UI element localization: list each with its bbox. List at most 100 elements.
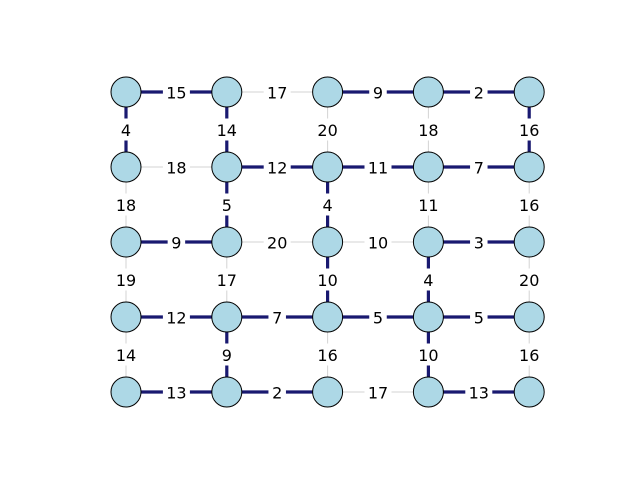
edge-weight-label-h-r4-c1: 2: [272, 384, 282, 403]
graph-node-r2-c0: [110, 226, 142, 258]
edge-weight-label-bg: [414, 118, 442, 141]
edge-weight-label-h-r2-c1: 20: [267, 234, 287, 253]
edge-weight-label-bg: [465, 381, 493, 403]
edge-weight-label-v-r1-c2: 4: [323, 196, 333, 215]
edge-weight-label-bg: [515, 268, 543, 291]
graph-node-r1-c1: [211, 151, 243, 183]
graph-node-r3-c0: [110, 301, 142, 333]
edge-weight-label-bg: [162, 381, 190, 403]
edge-weight-label-h-r4-c3: 13: [469, 384, 489, 403]
edge-weight-label-bg: [364, 156, 392, 178]
graph-node-r0-c1: [211, 76, 243, 108]
edge-weight-label-v-r3-c0: 14: [116, 346, 136, 365]
edge-weight-label-h-r3-c0: 12: [166, 309, 186, 328]
graph-node-r4-c4: [513, 376, 545, 408]
edge-weight-label-bg: [470, 231, 488, 253]
edge-weight-label-v-r2-c3: 4: [423, 271, 433, 290]
edge-weight-label-bg: [268, 306, 286, 328]
edge-weight-label-h-r2-c3: 3: [474, 234, 484, 253]
graph-node-r0-c0: [110, 76, 142, 108]
edge-weight-label-bg: [213, 118, 241, 141]
graph-node-r4-c1: [211, 376, 243, 408]
edge-weight-label-bg: [419, 268, 438, 291]
graph-node-r3-c3: [412, 301, 444, 333]
edge-weight-label-h-r0-c0: 15: [166, 84, 186, 103]
edge-weight-label-v-r2-c0: 19: [116, 271, 136, 290]
edge-weight-label-bg: [470, 156, 488, 178]
edge-weight-label-v-r2-c2: 10: [317, 271, 337, 290]
edge-weight-label-bg: [218, 343, 236, 366]
edge-weight-label-bg: [263, 156, 291, 178]
edge-weight-label-bg: [112, 343, 140, 366]
graph-node-r1-c2: [312, 151, 344, 183]
edge-weight-label-v-r1-c3: 11: [418, 196, 438, 215]
graph-node-r0-c2: [312, 76, 344, 108]
edge-weight-label-v-r0-c4: 16: [519, 121, 539, 140]
edge-weight-label-bg: [167, 231, 186, 253]
edge-weight-label-bg: [470, 306, 488, 328]
graph-node-r2-c3: [412, 226, 444, 258]
edge-weight-label-v-r3-c2: 16: [317, 346, 337, 365]
edge-weight-label-v-r1-c1: 5: [222, 196, 232, 215]
edge-weight-label-bg: [515, 343, 543, 366]
nodes-layer: [110, 76, 545, 408]
edge-weight-label-v-r1-c4: 16: [519, 196, 539, 215]
edge-weight-label-bg: [263, 81, 291, 103]
edge-weight-label-bg: [218, 193, 236, 216]
edge-weight-label-h-r4-c0: 13: [166, 384, 186, 403]
edge-weight-label-bg: [162, 306, 190, 328]
edge-weight-label-v-r3-c4: 16: [519, 346, 539, 365]
graph-node-r3-c2: [312, 301, 344, 333]
graph-node-r1-c4: [513, 151, 545, 183]
graph-node-r1-c0: [110, 151, 142, 183]
edge-weight-label-h-r1-c1: 12: [267, 159, 287, 178]
edge-weight-label-h-r1-c2: 11: [368, 159, 388, 178]
edge-weight-label-bg: [263, 231, 291, 253]
edge-weight-label-v-r3-c1: 9: [222, 346, 232, 365]
edge-weight-label-h-r3-c3: 5: [474, 309, 484, 328]
edge-weight-label-v-r3-c3: 10: [418, 346, 438, 365]
edge-weight-label-v-r2-c1: 17: [217, 271, 237, 290]
edge-weight-label-h-r3-c1: 7: [272, 309, 282, 328]
edge-weight-label-bg: [162, 156, 190, 178]
edge-weight-label-h-r2-c2: 10: [368, 234, 388, 253]
edge-weight-label-h-r1-c3: 7: [474, 159, 484, 178]
edge-weight-label-h-r2-c0: 9: [171, 234, 181, 253]
edge-weight-label-h-r0-c3: 2: [474, 84, 484, 103]
edge-weight-label-bg: [112, 268, 140, 291]
edge-weight-label-h-r3-c2: 5: [373, 309, 383, 328]
graph-node-r3-c4: [513, 301, 545, 333]
graph-node-r0-c4: [513, 76, 545, 108]
graph-node-r2-c2: [312, 226, 344, 258]
graph-node-r2-c4: [513, 226, 545, 258]
edge-weight-label-v-r0-c1: 14: [217, 121, 237, 140]
edge-weight-label-bg: [369, 81, 387, 103]
edge-weight-label-h-r0-c2: 9: [373, 84, 383, 103]
edge-weight-label-bg: [162, 81, 190, 103]
graph-node-r4-c3: [412, 376, 444, 408]
edge-weight-label-h-r0-c1: 17: [267, 84, 287, 103]
graph-node-r3-c1: [211, 301, 243, 333]
edge-weight-label-bg: [117, 118, 135, 141]
edge-weight-label-bg: [213, 268, 241, 291]
edge-weight-label-bg: [414, 343, 442, 366]
edge-weight-label-bg: [470, 81, 488, 103]
edge-weight-label-v-r0-c0: 4: [121, 121, 131, 140]
edge-weight-label-bg: [364, 381, 392, 403]
graph-node-r4-c2: [312, 376, 344, 408]
edge-weight-label-bg: [314, 118, 342, 141]
edge-weight-label-bg: [268, 381, 286, 403]
edge-weight-label-v-r0-c3: 18: [418, 121, 438, 140]
edge-weight-label-v-r1-c0: 18: [116, 196, 136, 215]
edge-weight-label-h-r4-c2: 17: [368, 384, 388, 403]
graph-node-r4-c0: [110, 376, 142, 408]
edge-weight-label-bg: [414, 193, 442, 216]
edge-weight-label-bg: [314, 268, 342, 291]
graph-node-r2-c1: [211, 226, 243, 258]
edge-weight-label-bg: [314, 343, 342, 366]
graph-node-r0-c3: [412, 76, 444, 108]
edge-weight-label-h-r1-c0: 18: [166, 159, 186, 178]
edge-weight-label-bg: [112, 193, 140, 216]
